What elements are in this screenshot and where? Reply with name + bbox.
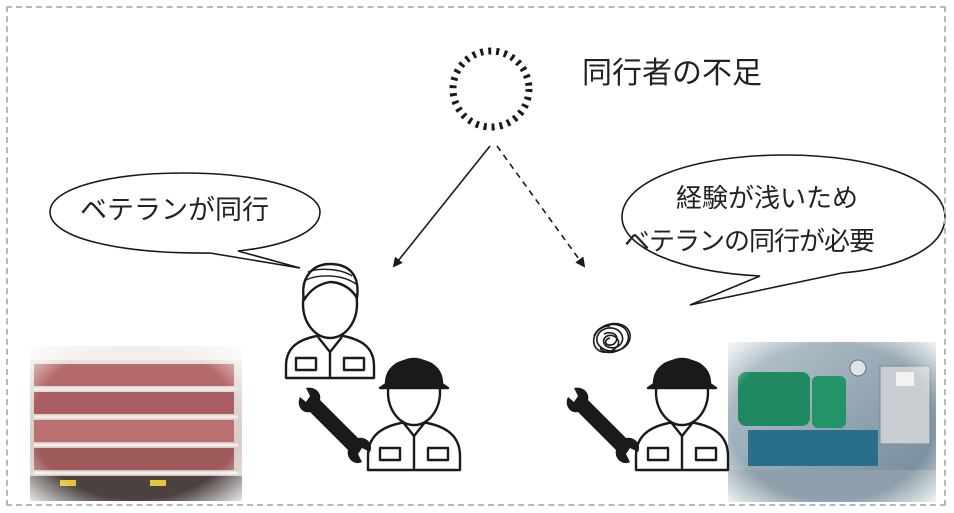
- wrench-icon: [566, 387, 640, 464]
- left-speech-bubble: [49, 172, 321, 269]
- left-bubble-text: ベテランが同行: [80, 195, 269, 226]
- right-bubble-text-line2: ベテランの同行が必要: [624, 227, 875, 257]
- right-speech-bubble: [621, 154, 946, 306]
- wrench-icon: [298, 387, 372, 464]
- worker-novice-icon: [634, 357, 730, 472]
- right-bubble-text-line1: 経験が浅いため: [676, 184, 859, 214]
- refrigeration-compressor-unit-photo: [728, 342, 936, 502]
- worker-novice-icon: [366, 357, 462, 472]
- dashed-circle-icon: [449, 47, 533, 131]
- dashed-frame: [6, 6, 946, 506]
- arrow-to-veteran: [392, 145, 491, 268]
- arrow-to-novice-dashed: [496, 145, 586, 268]
- worker-veteran-icon: [284, 262, 376, 380]
- header-label: 同行者の不足: [582, 56, 762, 91]
- supermarket-meat-showcase-photo: [30, 346, 242, 501]
- confusion-scribble-icon: [592, 322, 631, 354]
